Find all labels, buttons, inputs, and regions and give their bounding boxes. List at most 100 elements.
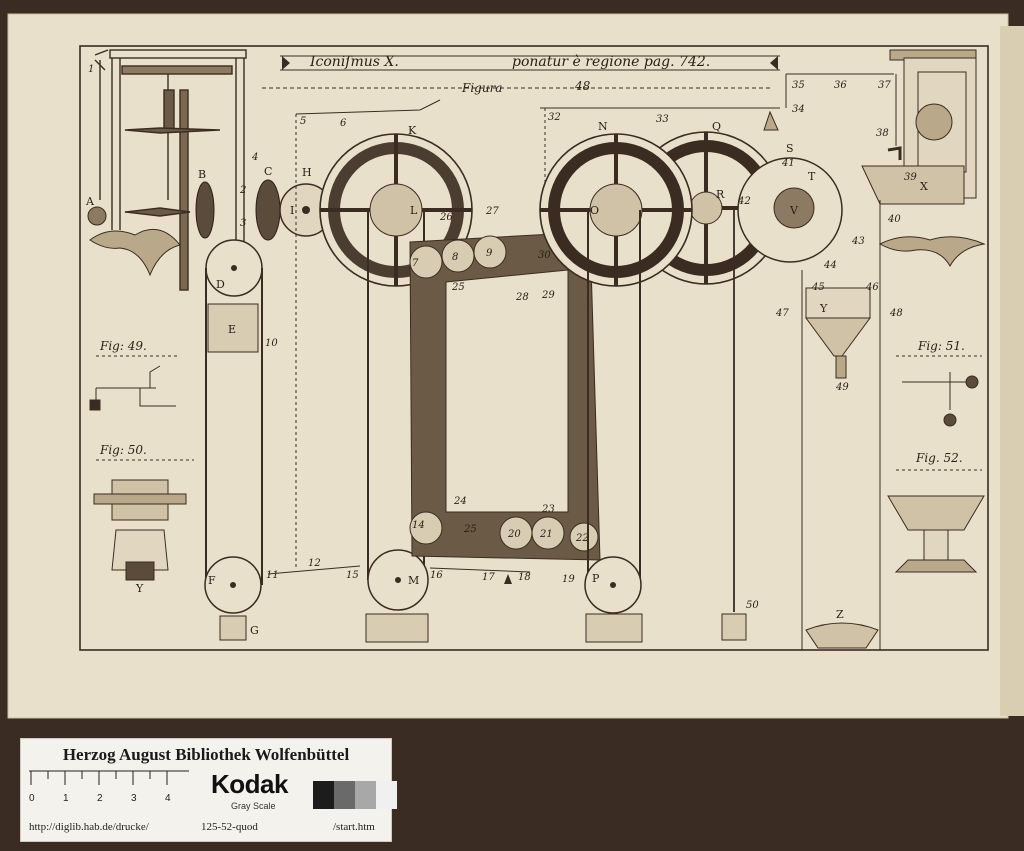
weight-G — [219, 615, 247, 641]
num-30: 30 — [538, 250, 551, 261]
ruler-num-4: 4 — [165, 793, 171, 804]
swatch-dark-gray — [334, 781, 355, 809]
num-21: 21 — [539, 529, 553, 540]
num-40: 40 — [887, 214, 901, 225]
weight-E — [207, 303, 259, 353]
scroll-ornament-right — [878, 236, 986, 268]
num-46: 46 — [865, 282, 879, 293]
num-18: 18 — [518, 572, 531, 583]
funnel-Y — [805, 287, 871, 379]
label-H: H — [302, 166, 312, 179]
num-17: 17 — [482, 572, 495, 583]
basin-Z — [805, 622, 879, 649]
num-22: 22 — [575, 533, 589, 544]
pulley-M — [367, 549, 429, 611]
label-R: R — [716, 188, 725, 201]
weight-M — [365, 613, 429, 643]
num-37: 37 — [878, 80, 891, 91]
num-23: 23 — [541, 504, 555, 515]
url-left: http://diglib.hab.de/drucke/ — [29, 821, 149, 833]
label-Z: Z — [836, 608, 844, 621]
ruler-num-1: 1 — [63, 793, 69, 804]
label-E: E — [228, 323, 236, 336]
label-X: X — [920, 180, 928, 193]
num-25: 25 — [463, 524, 477, 535]
label-V: V — [789, 204, 799, 217]
num-26: 26 — [439, 212, 453, 223]
num-50: 50 — [746, 600, 759, 611]
num-4: 4 — [251, 152, 258, 163]
fig52-diagram — [887, 495, 985, 573]
label-B: B — [198, 168, 206, 181]
left-tower — [94, 49, 247, 291]
fig51-diagram — [902, 372, 979, 427]
num-27: 27 — [485, 206, 499, 217]
url-right: /start.htm — [333, 821, 375, 833]
label-S: S — [786, 142, 794, 155]
plate-border — [79, 45, 989, 651]
rollers-bottom — [409, 511, 599, 552]
num-6: 6 — [340, 118, 347, 129]
num-29: 29 — [541, 290, 555, 301]
num-25b: 25 — [451, 282, 465, 293]
shelfmark: 125-52-quod — [201, 821, 258, 833]
fig50-diagram — [93, 479, 187, 581]
label-T: T — [808, 170, 816, 183]
num-34: 34 — [792, 104, 805, 115]
gray-scale-swatches — [313, 781, 397, 809]
num-10: 10 — [265, 338, 278, 349]
num-42: 42 — [737, 196, 751, 207]
wheel-S — [737, 157, 843, 263]
fountain-box — [861, 49, 977, 205]
num-44: 44 — [823, 260, 837, 271]
label-Y-fig50: Y — [135, 582, 144, 595]
scroll-ornament-left — [89, 228, 181, 277]
plate-title-right: ponatur è regione pag. 742. — [512, 54, 710, 70]
label-K: K — [408, 124, 417, 137]
weight-50 — [721, 613, 747, 641]
label-Y: Y — [819, 302, 828, 315]
num-35: 35 — [792, 80, 805, 91]
num-33: 33 — [656, 114, 669, 125]
figura-number: 48 — [574, 79, 591, 93]
label-P: P — [592, 572, 600, 585]
num-16: 16 — [430, 570, 443, 581]
num-5: 5 — [300, 116, 306, 127]
swatch-white — [376, 781, 397, 809]
num-38: 38 — [876, 128, 889, 139]
library-name: Herzog August Bibliothek Wolfenbüttel — [62, 745, 350, 764]
fig49-diagram — [89, 365, 176, 411]
ruler-num-3: 3 — [131, 793, 137, 804]
num-14: 14 — [412, 520, 425, 531]
num-39: 39 — [904, 172, 917, 183]
color-target-card: Herzog August Bibliothek Wolfenbüttel 0 … — [20, 738, 397, 842]
num-36: 36 — [834, 80, 847, 91]
label-O: O — [590, 204, 599, 217]
label-F: F — [208, 574, 216, 587]
num-43: 43 — [851, 236, 865, 247]
num-32: 32 — [548, 112, 561, 123]
label-Q: Q — [712, 120, 721, 133]
ruler — [29, 770, 189, 785]
num-28: 28 — [515, 292, 529, 303]
num-15: 15 — [346, 570, 359, 581]
num-47: 47 — [775, 308, 789, 319]
page-edge-right — [1000, 26, 1024, 716]
swatch-light-gray — [355, 781, 376, 809]
label-G: G — [250, 624, 259, 637]
central-frame — [409, 231, 601, 561]
num-19: 19 — [562, 574, 575, 585]
weight-P — [585, 613, 643, 643]
label-L: L — [410, 204, 418, 217]
figura-label: Figura — [461, 81, 502, 95]
num-24: 24 — [453, 496, 467, 507]
num-41: 41 — [781, 158, 795, 169]
num-7: 7 — [412, 258, 419, 269]
ruler-num-2: 2 — [97, 793, 103, 804]
num-8: 8 — [452, 252, 458, 263]
big-wheel-O — [539, 133, 693, 287]
label-M: M — [408, 574, 419, 587]
fig52-title: Fig. 52. — [915, 451, 963, 465]
gray-scale-label: Gray Scale — [231, 801, 276, 811]
